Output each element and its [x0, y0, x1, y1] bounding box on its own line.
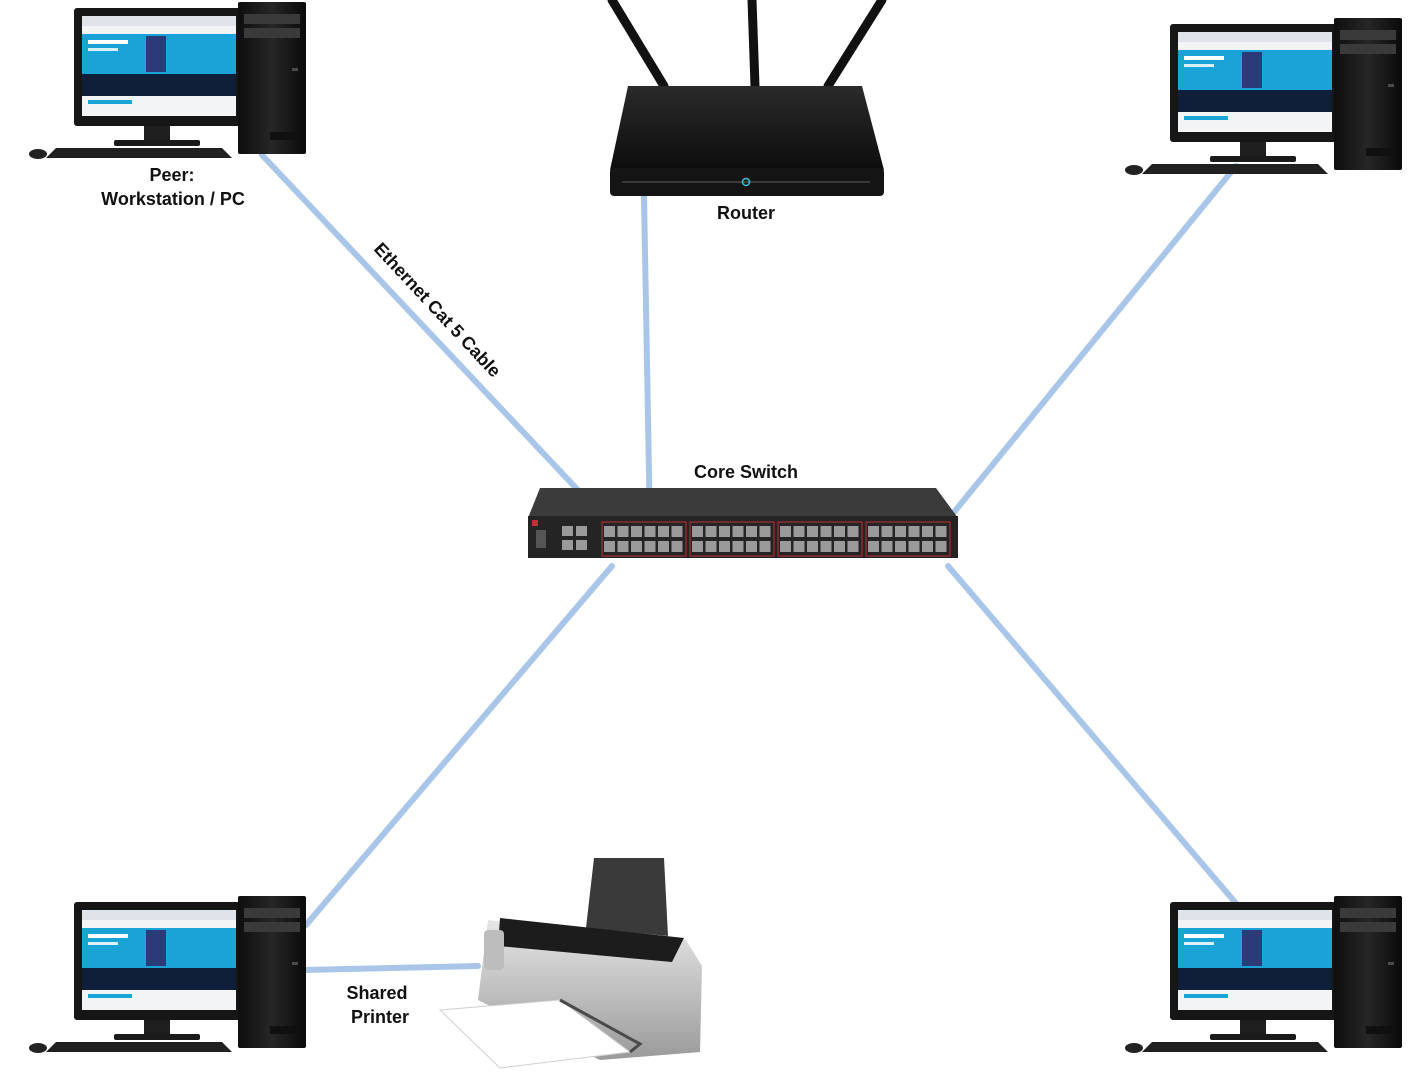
switch-ethernet-port — [820, 526, 832, 537]
switch-ethernet-port — [617, 526, 629, 537]
switch-ethernet-port — [847, 541, 859, 552]
switch-ethernet-port — [604, 541, 615, 552]
switch-ethernet-port — [759, 541, 771, 552]
switch-ethernet-port — [834, 541, 845, 552]
desktop-computer-icon — [1125, 18, 1402, 175]
core-switch-label: Core Switch — [694, 462, 798, 482]
cable-bottom-right-pc — [945, 563, 1243, 911]
switch-ethernet-port — [719, 526, 730, 537]
printer-label-line2: Printer — [351, 1007, 409, 1027]
switch-ethernet-port — [895, 526, 906, 537]
switch-ethernet-port — [658, 541, 669, 552]
switch-ethernet-port — [881, 526, 893, 537]
switch-ethernet-port — [868, 541, 879, 552]
peer-label-line1: Peer: — [149, 165, 194, 185]
switch-ethernet-port — [746, 526, 757, 537]
switch-ethernet-port — [922, 526, 933, 537]
switch-ethernet-port — [732, 541, 744, 552]
switch-ethernet-port — [908, 526, 920, 537]
router-antenna-right — [823, 0, 887, 91]
switch-ethernet-port — [922, 541, 933, 552]
switch-port-block — [777, 521, 863, 557]
switch-ethernet-port — [604, 526, 615, 537]
desktop-computer-icon — [29, 2, 306, 159]
switch-ethernet-port — [793, 526, 805, 537]
switch-ethernet-port — [719, 541, 730, 552]
switch-ethernet-port — [895, 541, 906, 552]
switch-uplink-port — [562, 526, 573, 536]
peer-label-line2: Workstation / PC — [101, 189, 245, 209]
switch-ethernet-port — [644, 541, 656, 552]
switch-ethernet-port — [644, 526, 656, 537]
cable-label: Ethernet Cat 5 Cable — [370, 239, 505, 381]
desktop-computer-icon — [1125, 896, 1402, 1053]
switch-ethernet-port — [908, 541, 920, 552]
switch-ethernet-port — [868, 526, 879, 537]
switch-uplink-port — [576, 540, 587, 550]
router-label: Router — [717, 203, 775, 223]
switch-ethernet-port — [820, 541, 832, 552]
switch-ethernet-port — [617, 541, 629, 552]
router-antenna-center — [747, 0, 760, 91]
switch-ethernet-port — [807, 526, 818, 537]
switch-port-block — [601, 521, 687, 557]
switch-ethernet-port — [793, 541, 805, 552]
switch-uplink-port — [562, 540, 573, 550]
switch-ethernet-port — [847, 526, 859, 537]
switch-ethernet-port — [780, 526, 791, 537]
switch-port-block — [865, 521, 951, 557]
wifi-router-icon — [607, 0, 887, 196]
switch-ethernet-port — [935, 541, 947, 552]
switch-ethernet-port — [780, 541, 791, 552]
router-antenna-left — [607, 0, 669, 91]
switch-ethernet-port — [935, 526, 947, 537]
cable-top-left-pc — [259, 152, 611, 525]
cable-router — [641, 193, 653, 533]
inkjet-printer-icon — [438, 858, 702, 1069]
switch-ethernet-port — [631, 526, 642, 537]
switch-ethernet-port — [671, 526, 683, 537]
switch-ethernet-port — [759, 526, 771, 537]
switch-port-block — [689, 521, 775, 557]
network-switch-icon — [528, 488, 958, 558]
switch-ethernet-port — [732, 526, 744, 537]
printer-label-line1: Shared — [346, 983, 407, 1003]
desktop-computer-icon — [29, 896, 306, 1053]
switch-ethernet-port — [881, 541, 893, 552]
cable-bottom-left-pc — [303, 563, 615, 928]
switch-ethernet-port — [746, 541, 757, 552]
switch-ethernet-port — [834, 526, 845, 537]
ethernet-cables — [259, 152, 1243, 973]
switch-ethernet-port — [705, 541, 717, 552]
switch-ethernet-port — [671, 541, 683, 552]
switch-ethernet-port — [692, 541, 703, 552]
cable-printer — [301, 963, 481, 973]
switch-ethernet-port — [807, 541, 818, 552]
switch-uplink-port — [576, 526, 587, 536]
switch-ethernet-port — [692, 526, 703, 537]
switch-ethernet-port — [705, 526, 717, 537]
switch-ethernet-port — [631, 541, 642, 552]
switch-ethernet-port — [658, 526, 669, 537]
cable-top-right-pc — [943, 163, 1239, 525]
